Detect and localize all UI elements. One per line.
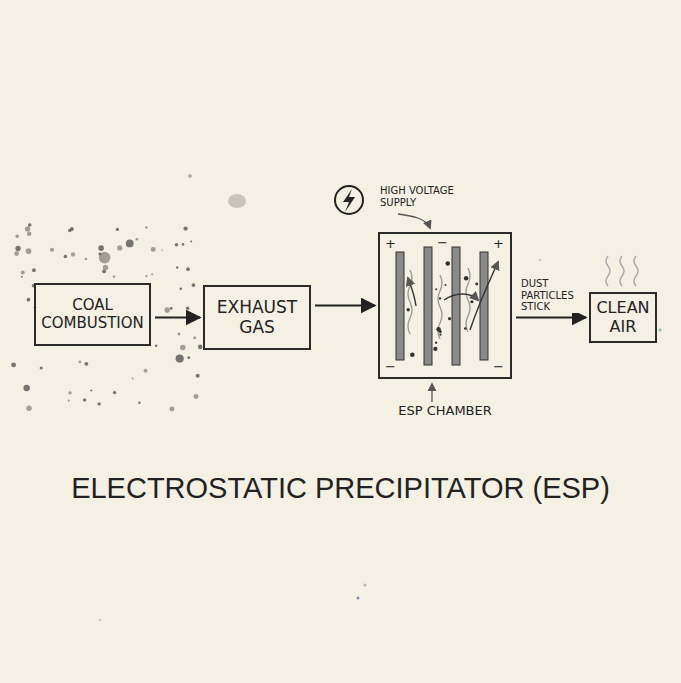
- steam-lines: [606, 256, 638, 286]
- dust-particles: [406, 261, 478, 357]
- flow-arrow: [516, 317, 586, 319]
- edge-label: DUST PARTICLES STICK: [520, 278, 582, 313]
- leader-line: [398, 214, 430, 228]
- box-label: EXHAUST GAS: [205, 298, 309, 337]
- collector-plates: [396, 247, 488, 365]
- flow-arrow: [155, 317, 200, 319]
- diagram-title: ELECTROSTATIC PRECIPITATOR (ESP): [0, 472, 681, 505]
- polarity-sign: +: [493, 237, 504, 250]
- esp-chamber: ESP CHAMBER: [378, 232, 512, 379]
- output-box: CLEAN AIR: [589, 292, 657, 343]
- flow-arrow: [315, 305, 375, 307]
- process-box: COAL COMBUSTION: [34, 283, 151, 346]
- high-voltage-symbol: [335, 186, 363, 214]
- box-label: CLEAN AIR: [591, 299, 655, 336]
- process-box: EXHAUST GAS: [203, 285, 311, 350]
- soot-splatter: [11, 223, 202, 411]
- polarity-sign: −: [385, 360, 396, 373]
- chamber-label: ESP CHAMBER: [380, 404, 510, 419]
- gas-flow-lines: [408, 268, 470, 339]
- flow-arrows: [408, 262, 498, 330]
- paper-specks: [99, 174, 662, 621]
- leader-line: [431, 384, 432, 402]
- supply-label: HIGH VOLTAGE SUPPLY: [380, 185, 462, 209]
- polarity-sign: −: [493, 360, 504, 373]
- box-label: COAL COMBUSTION: [36, 297, 149, 332]
- polarity-sign: −: [437, 236, 448, 249]
- polarity-sign: +: [385, 237, 396, 250]
